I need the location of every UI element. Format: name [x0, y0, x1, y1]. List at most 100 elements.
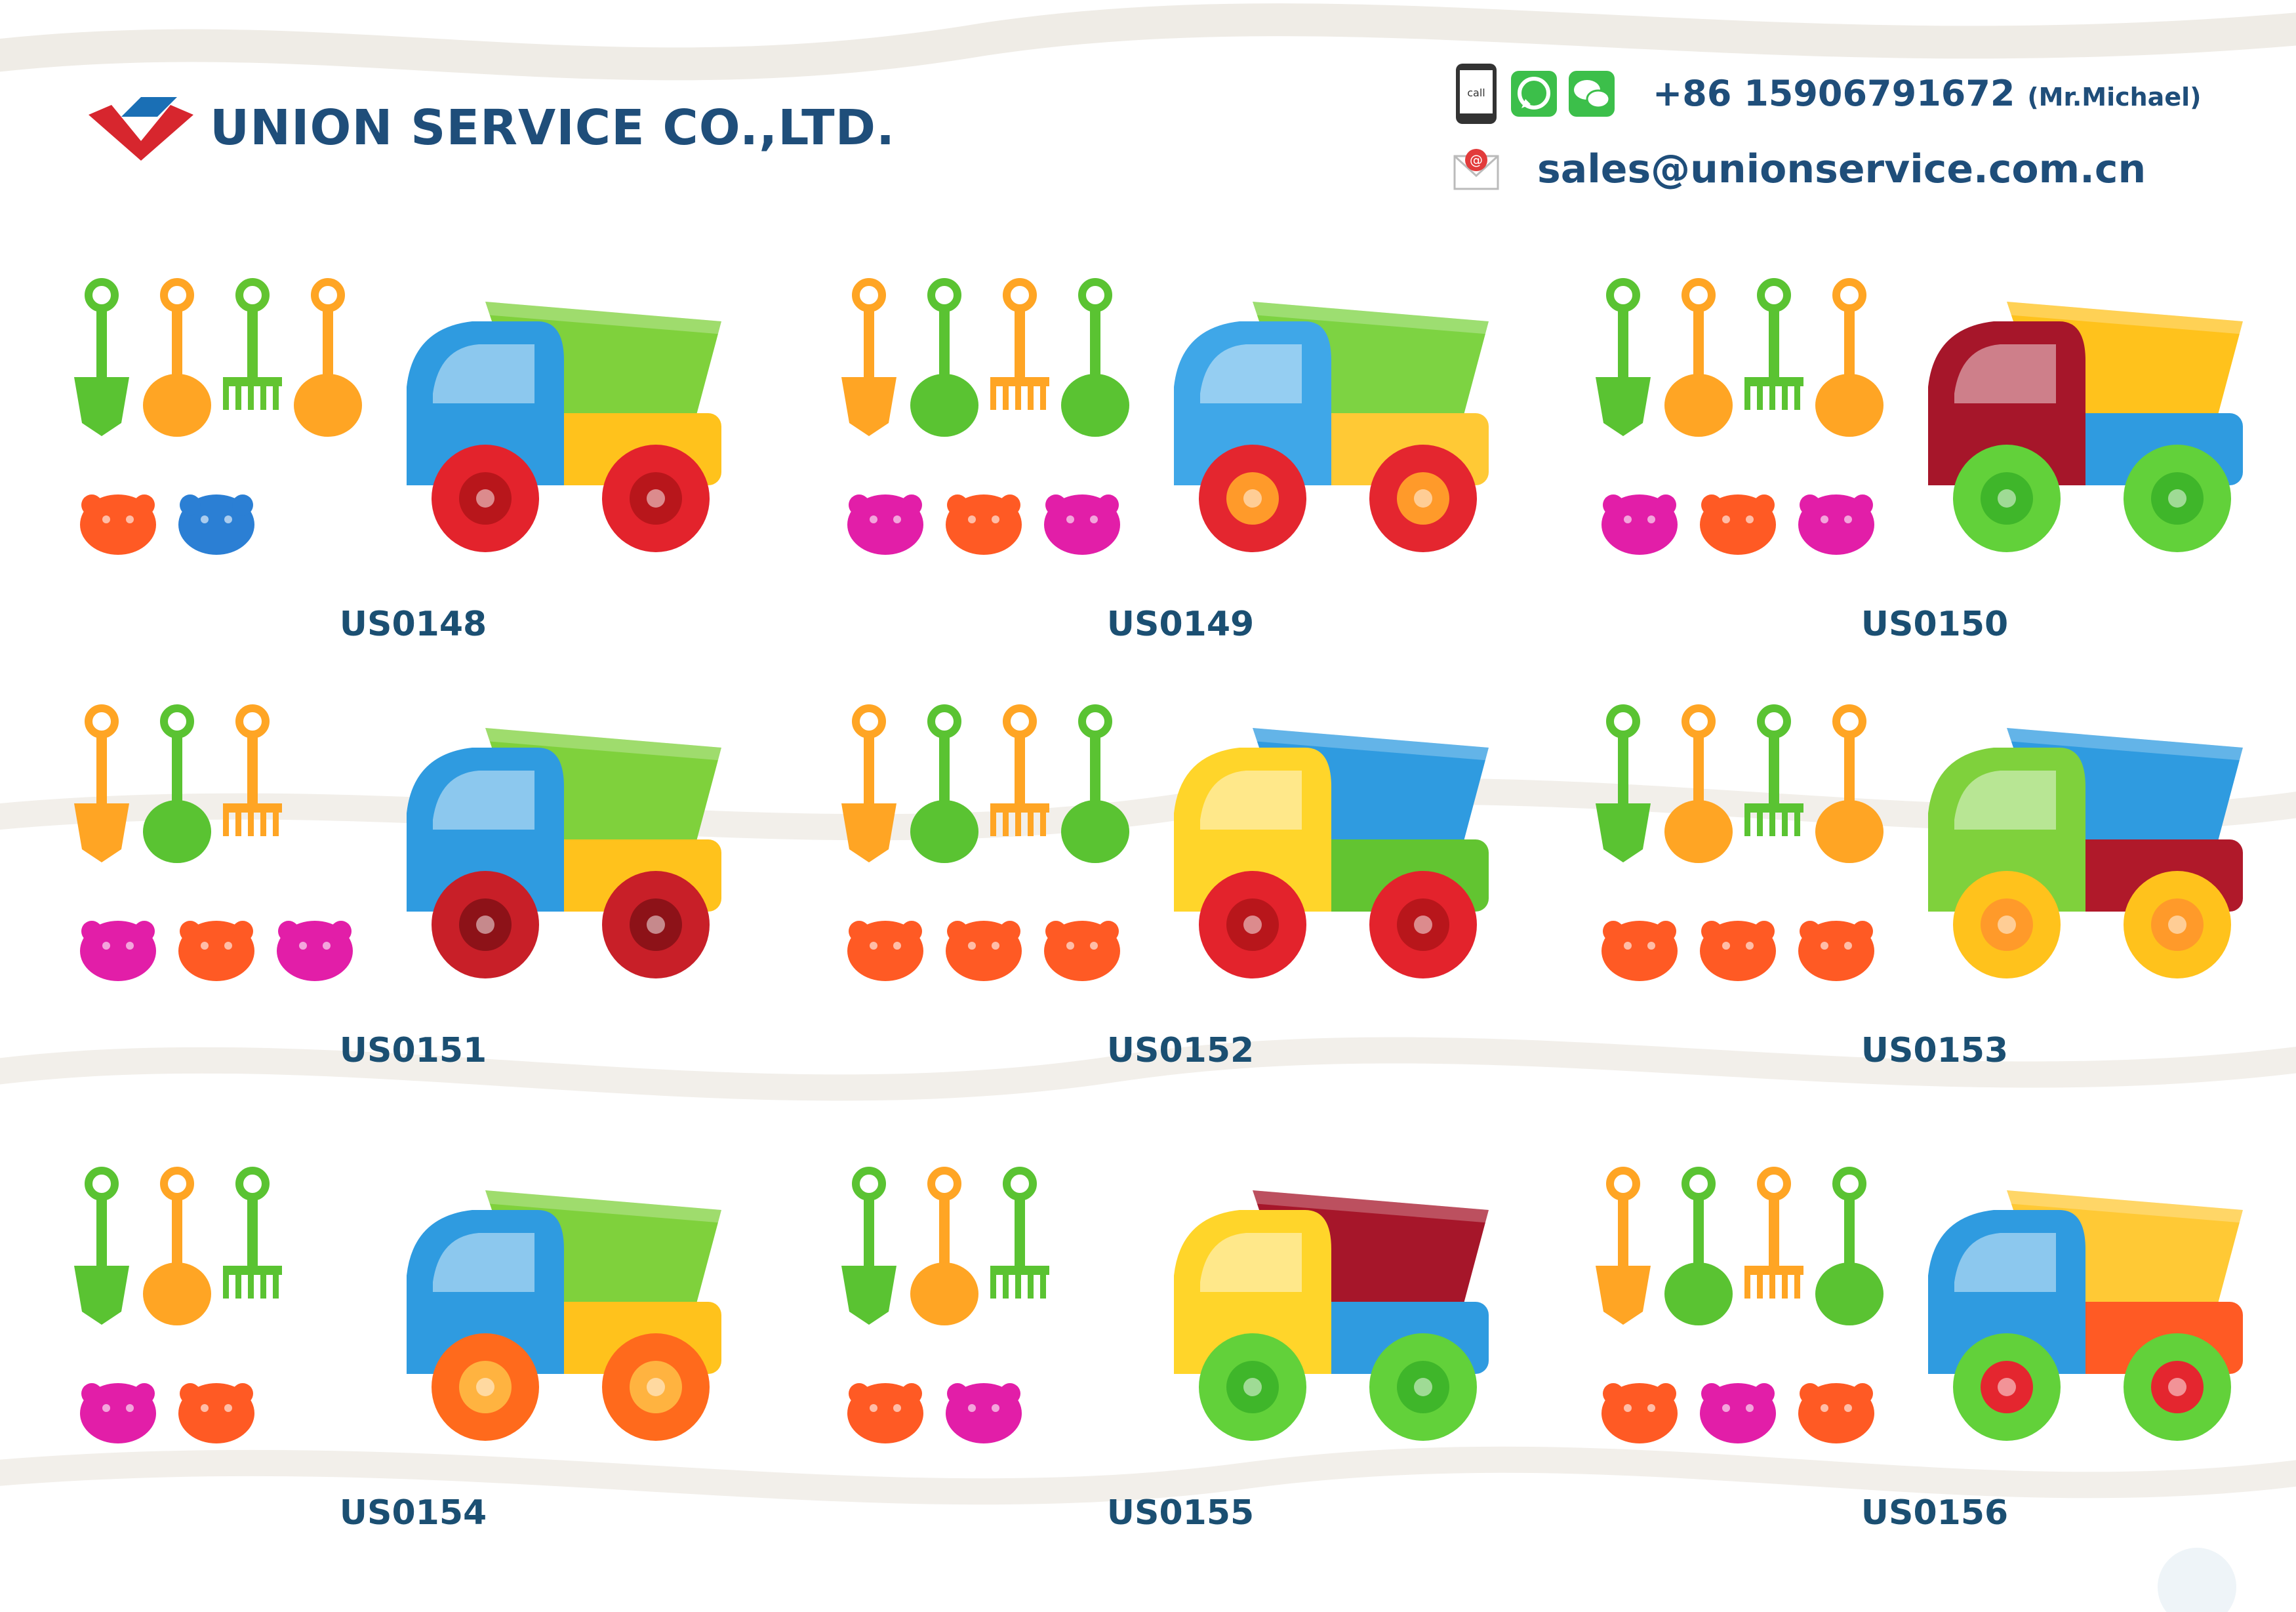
rake-toy-3: [1744, 278, 1803, 410]
scoop-toy-4: [1815, 278, 1883, 437]
truck-wheel-1: [432, 871, 539, 978]
truck-wheel-2: [2124, 445, 2231, 552]
spade-toy-1: [841, 278, 896, 436]
sand-mold-2: [946, 1383, 1022, 1443]
company-brand: UNION SERVICE CO.,LTD.: [85, 89, 895, 167]
sand-mold-3: [1798, 1383, 1874, 1443]
company-logo-icon: [89, 97, 193, 161]
product-image: [841, 278, 1492, 555]
sand-mold-1: [1601, 1383, 1678, 1443]
spade-toy-1: [841, 704, 896, 862]
sand-mold-1: [847, 1383, 923, 1443]
truck-wheel-1: [1953, 445, 2061, 552]
company-name: UNION SERVICE CO.,LTD.: [210, 100, 896, 156]
whatsapp-icon: [1511, 70, 1557, 117]
scoop-toy-2: [1664, 278, 1733, 437]
sand-mold-2: [946, 494, 1022, 555]
sand-mold-1: [847, 921, 923, 981]
product-image: [1596, 1167, 2246, 1443]
product-code: US0152: [1106, 1031, 1255, 1070]
dump-truck-toy: [1928, 728, 2246, 978]
phone-call-icon: call: [1456, 63, 1497, 124]
product-card[interactable]: US0155: [833, 1138, 1528, 1544]
scoop-toy-4: [1815, 1167, 1883, 1325]
sand-mold-2: [1700, 921, 1776, 981]
phone-digits: +86 15906791672: [1653, 73, 2015, 114]
product-card[interactable]: US0150: [1587, 249, 2282, 656]
sand-mold-3: [277, 921, 353, 981]
product-card[interactable]: US0153: [1587, 675, 2282, 1082]
sand-mold-2: [178, 921, 254, 981]
product-card[interactable]: US0152: [833, 675, 1528, 1082]
dump-truck-toy: [1174, 1190, 1492, 1441]
truck-wheel-1: [1199, 445, 1306, 552]
scoop-toy-2: [143, 704, 211, 863]
truck-wheel-2: [2124, 871, 2231, 978]
phone-number[interactable]: +86 15906791672 (Mr.Michael): [1653, 73, 2201, 114]
truck-wheel-1: [432, 1333, 539, 1441]
rake-toy-3: [1744, 704, 1803, 836]
truck-wheel-1: [432, 445, 539, 552]
scoop-toy-2: [910, 1167, 978, 1325]
dump-truck-toy: [407, 1190, 725, 1441]
rake-toy-3: [990, 1167, 1049, 1299]
spade-toy-1: [841, 1167, 896, 1325]
product-card[interactable]: US0156: [1587, 1138, 2282, 1544]
sand-mold-1: [80, 1383, 156, 1443]
rake-toy-3: [990, 704, 1049, 836]
product-card[interactable]: US0148: [66, 249, 761, 656]
call-label: call: [1467, 87, 1485, 99]
product-code: US0154: [339, 1493, 487, 1533]
product-image: [841, 1167, 1492, 1443]
truck-wheel-1: [1953, 871, 2061, 978]
sand-mold-3: [1044, 494, 1120, 555]
product-code: US0150: [1861, 605, 2009, 644]
rake-toy-3: [223, 278, 282, 410]
scoop-toy-4: [1061, 704, 1129, 863]
email-row: @ sales@unionservice.com.cn: [1453, 131, 2227, 207]
dump-truck-toy: [1928, 1190, 2246, 1441]
sand-mold-1: [80, 494, 156, 555]
phone-contact-name: (Mr.Michael): [2027, 83, 2202, 111]
truck-wheel-2: [1369, 445, 1477, 552]
product-card[interactable]: US0154: [66, 1138, 761, 1544]
spade-toy-1: [74, 704, 129, 862]
product-code: US0156: [1861, 1493, 2009, 1533]
product-image: [841, 704, 1492, 981]
product-code: US0149: [1106, 605, 1255, 644]
dump-truck-toy: [1174, 302, 1492, 552]
product-card[interactable]: US0151: [66, 675, 761, 1082]
scoop-toy-2: [910, 704, 978, 863]
truck-wheel-2: [2124, 1333, 2231, 1441]
email-address[interactable]: sales@unionservice.com.cn: [1537, 146, 2146, 192]
svg-text:@: @: [1470, 152, 1483, 168]
product-image: [74, 704, 725, 981]
product-image: [74, 1167, 725, 1443]
truck-wheel-2: [1369, 1333, 1477, 1441]
product-image: [1596, 278, 2246, 555]
sand-mold-1: [847, 494, 923, 555]
spade-toy-1: [74, 278, 129, 436]
scoop-toy-4: [1815, 704, 1883, 863]
scoop-toy-2: [1664, 704, 1733, 863]
truck-wheel-2: [602, 445, 710, 552]
sand-mold-1: [1601, 921, 1678, 981]
sand-mold-2: [946, 921, 1022, 981]
truck-wheel-2: [602, 871, 710, 978]
phone-row: call +86 15906791672 (Mr.Michael): [1453, 56, 2227, 131]
truck-wheel-1: [1199, 871, 1306, 978]
product-image: [74, 278, 725, 555]
dump-truck-toy: [407, 302, 725, 552]
sand-mold-3: [1044, 921, 1120, 981]
rake-toy-3: [990, 278, 1049, 410]
truck-wheel-1: [1953, 1333, 2061, 1441]
rake-toy-3: [1744, 1167, 1803, 1299]
sand-mold-1: [1601, 494, 1678, 555]
sand-mold-3: [1798, 494, 1874, 555]
spade-toy-1: [74, 1167, 129, 1325]
scoop-toy-2: [143, 278, 211, 437]
sand-mold-2: [178, 494, 254, 555]
sand-mold-3: [1798, 921, 1874, 981]
product-card[interactable]: US0149: [833, 249, 1528, 656]
contact-block: call +86 15906791672 (Mr.Michael) @ sale…: [1453, 56, 2227, 207]
